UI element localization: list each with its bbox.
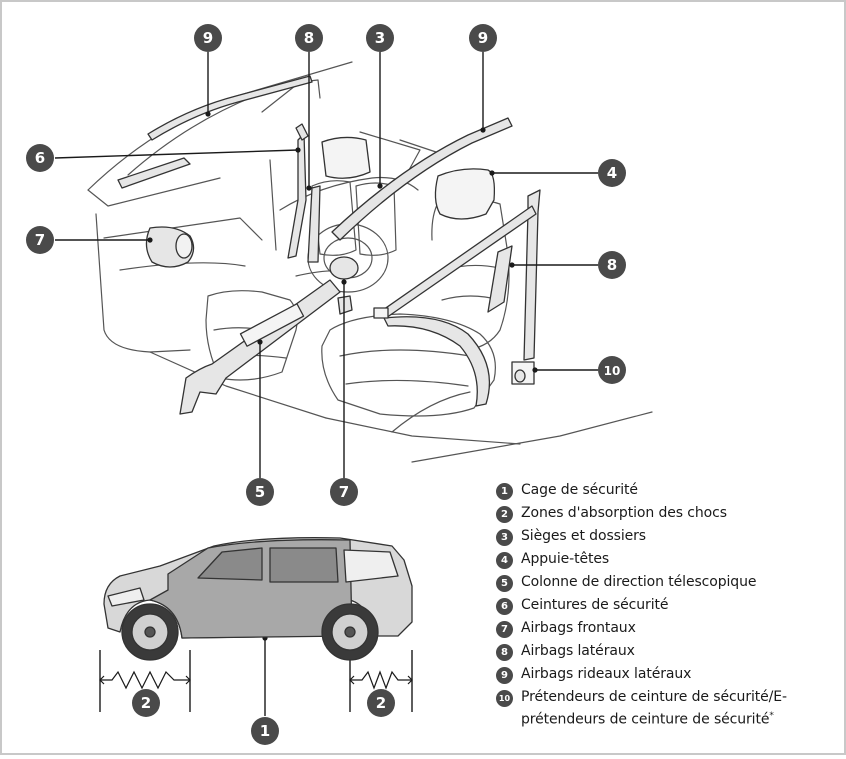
wheel-rear (321, 603, 379, 661)
side-airbag-left (307, 185, 321, 263)
legend-number: 9 (496, 667, 513, 684)
callout-3: 3 (366, 24, 394, 52)
wheel-front (121, 603, 179, 661)
callout-7-bottom: 7 (330, 478, 358, 506)
svg-text:8: 8 (607, 256, 617, 274)
callout-2-right: 2 (367, 689, 395, 717)
callout-6: 6 (26, 144, 54, 172)
callout-1: 1 (251, 717, 279, 745)
legend-label: Colonne de direction télescopique (521, 574, 757, 590)
svg-text:2: 2 (141, 694, 151, 712)
legend-item: 8 Airbags latéraux (496, 642, 844, 665)
svg-text:1: 1 (260, 722, 270, 740)
callouts: 9 8 3 9 6 7 4 8 (26, 24, 626, 745)
side-airbag-right (487, 245, 513, 313)
legend-label: Appuie-têtes (521, 551, 610, 567)
svg-text:9: 9 (478, 29, 488, 47)
legend-item: 3 Sièges et dossiers (496, 527, 844, 550)
crumple-zone-marks (99, 670, 413, 690)
seat-belt-rear (287, 133, 307, 259)
headrest-rear (321, 136, 371, 179)
legend-item: 4 Appuie-têtes (496, 550, 844, 573)
callout-2-left: 2 (132, 689, 160, 717)
callout-8-top: 8 (295, 24, 323, 52)
legend-number: 2 (496, 506, 513, 523)
svg-text:7: 7 (339, 483, 349, 501)
curtain-airbag-left-lower (117, 157, 191, 189)
svg-text:5: 5 (255, 483, 265, 501)
legend-number: 8 (496, 644, 513, 661)
footnote-mark: * (769, 710, 774, 721)
legend-item: 7 Airbags frontaux (496, 619, 844, 642)
callout-9-left: 9 (194, 24, 222, 52)
car-windows (197, 547, 339, 583)
legend-number: 10 (496, 690, 513, 707)
legend-number: 7 (496, 621, 513, 638)
svg-text:10: 10 (604, 364, 621, 378)
callout-8-right: 8 (598, 251, 626, 279)
legend-item: 10 Prétendeurs de ceinture de sécurité/E… (496, 688, 844, 729)
callout-9-right: 9 (469, 24, 497, 52)
callout-4: 4 (598, 159, 626, 187)
svg-text:4: 4 (607, 164, 617, 182)
curtain-airbag-left (147, 75, 313, 141)
legend-label: Sièges et dossiers (521, 528, 646, 544)
legend-label: Prétendeurs de ceinture de sécurité/E-pr… (521, 689, 787, 728)
legend-item: 9 Airbags rideaux latéraux (496, 665, 844, 688)
legend-label-wrap: Prétendeurs de ceinture de sécurité/E-pr… (521, 688, 839, 729)
legend-label: Cage de sécurité (521, 482, 638, 498)
legend-label: Airbags latéraux (521, 643, 635, 659)
legend-number: 3 (496, 529, 513, 546)
legend: 1 Cage de sécurité 2 Zones d'absorption … (496, 481, 844, 729)
svg-text:6: 6 (35, 149, 45, 167)
legend-label: Zones d'absorption des chocs (521, 505, 727, 521)
legend-item: 2 Zones d'absorption des chocs (496, 504, 844, 527)
svg-text:8: 8 (304, 29, 314, 47)
legend-item: 5 Colonne de direction télescopique (496, 573, 844, 596)
legend-number: 6 (496, 598, 513, 615)
legend-number: 1 (496, 483, 513, 500)
interior-sketch (87, 61, 653, 463)
svg-text:3: 3 (375, 29, 385, 47)
legend-number: 5 (496, 575, 513, 592)
legend-label: Ceintures de sécurité (521, 597, 669, 613)
front-airbag-driver (329, 256, 359, 280)
legend-label: Airbags rideaux latéraux (521, 666, 692, 682)
svg-text:9: 9 (203, 29, 213, 47)
car-exterior (103, 537, 413, 661)
callout-7-left: 7 (26, 226, 54, 254)
callout-5: 5 (246, 478, 274, 506)
steering-column-bracket (239, 303, 305, 347)
svg-text:2: 2 (376, 694, 386, 712)
leader-dots (147, 111, 538, 641)
legend-item: 1 Cage de sécurité (496, 481, 844, 504)
legend-label: Airbags frontaux (521, 620, 636, 636)
legend-item: 6 Ceintures de sécurité (496, 596, 844, 619)
curtain-airbag-right (331, 117, 513, 241)
headrest-driver (434, 168, 496, 220)
legend-number: 4 (496, 552, 513, 569)
svg-text:7: 7 (35, 231, 45, 249)
callout-10: 10 (598, 356, 626, 384)
